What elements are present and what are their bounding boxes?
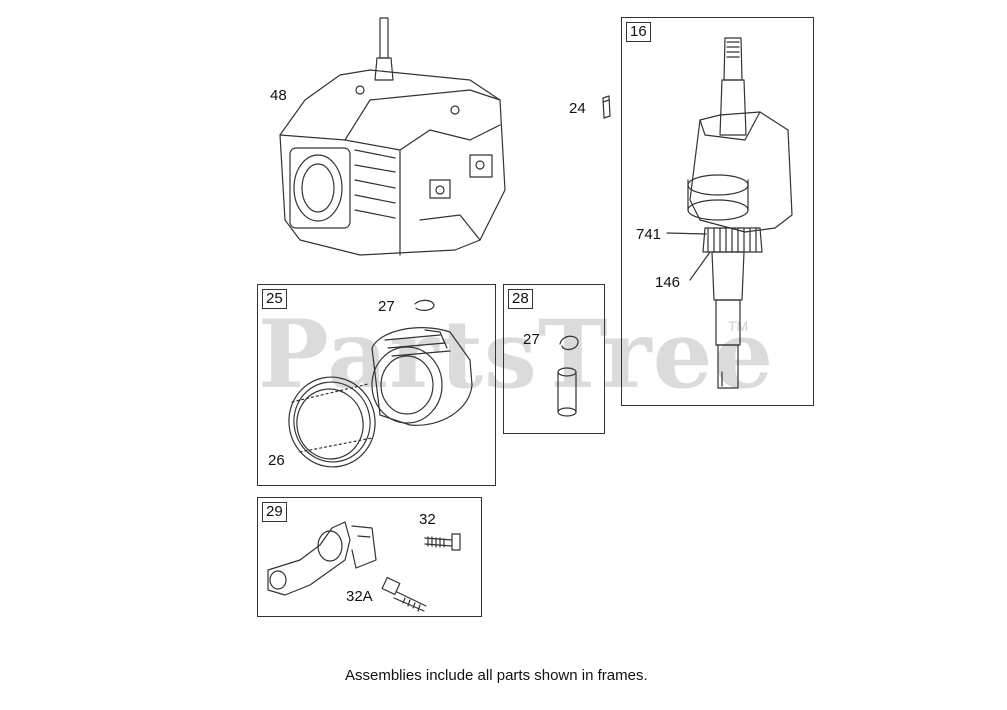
callout-32[interactable]: 32 (419, 511, 436, 528)
crankshaft-drawing[interactable] (687, 37, 793, 389)
frame-tag-28[interactable]: 28 (508, 289, 533, 309)
callout-24[interactable]: 24 (569, 100, 586, 117)
watermark-trademark: TM (728, 318, 749, 334)
retaining-ring-drawing-1[interactable] (414, 299, 435, 311)
cylinder-block-drawing[interactable] (279, 17, 506, 256)
callout-48[interactable]: 48 (270, 87, 287, 104)
frame-16: 16 (621, 17, 814, 406)
frame-25: 25 (257, 284, 496, 486)
callout-27-piston[interactable]: 27 (378, 298, 395, 315)
bolt-drawing-32[interactable] (424, 533, 461, 551)
callout-741[interactable]: 741 (636, 226, 662, 243)
piston-drawing[interactable] (371, 327, 473, 426)
frame-tag-16[interactable]: 16 (626, 22, 651, 42)
retaining-ring-drawing-2[interactable] (559, 335, 579, 351)
connecting-rod-drawing[interactable] (267, 521, 377, 596)
key-drawing[interactable] (602, 95, 611, 119)
callout-27-pin[interactable]: 27 (523, 331, 540, 348)
frame-28: 28 (503, 284, 605, 434)
assemblies-note: Assemblies include all parts shown in fr… (345, 667, 648, 684)
bolt-drawing-32a[interactable] (381, 577, 427, 612)
frame-tag-29[interactable]: 29 (262, 502, 287, 522)
callout-146[interactable]: 146 (655, 274, 681, 291)
frame-29: 29 (257, 497, 482, 617)
watermark: PartsTree (258, 300, 775, 410)
piston-rings-drawing[interactable] (281, 369, 384, 475)
callout-32a[interactable]: 32A (346, 588, 373, 605)
piston-pin-drawing[interactable] (557, 367, 577, 417)
callout-26[interactable]: 26 (268, 452, 285, 469)
leader-lines (666, 232, 711, 281)
frame-tag-25[interactable]: 25 (262, 289, 287, 309)
